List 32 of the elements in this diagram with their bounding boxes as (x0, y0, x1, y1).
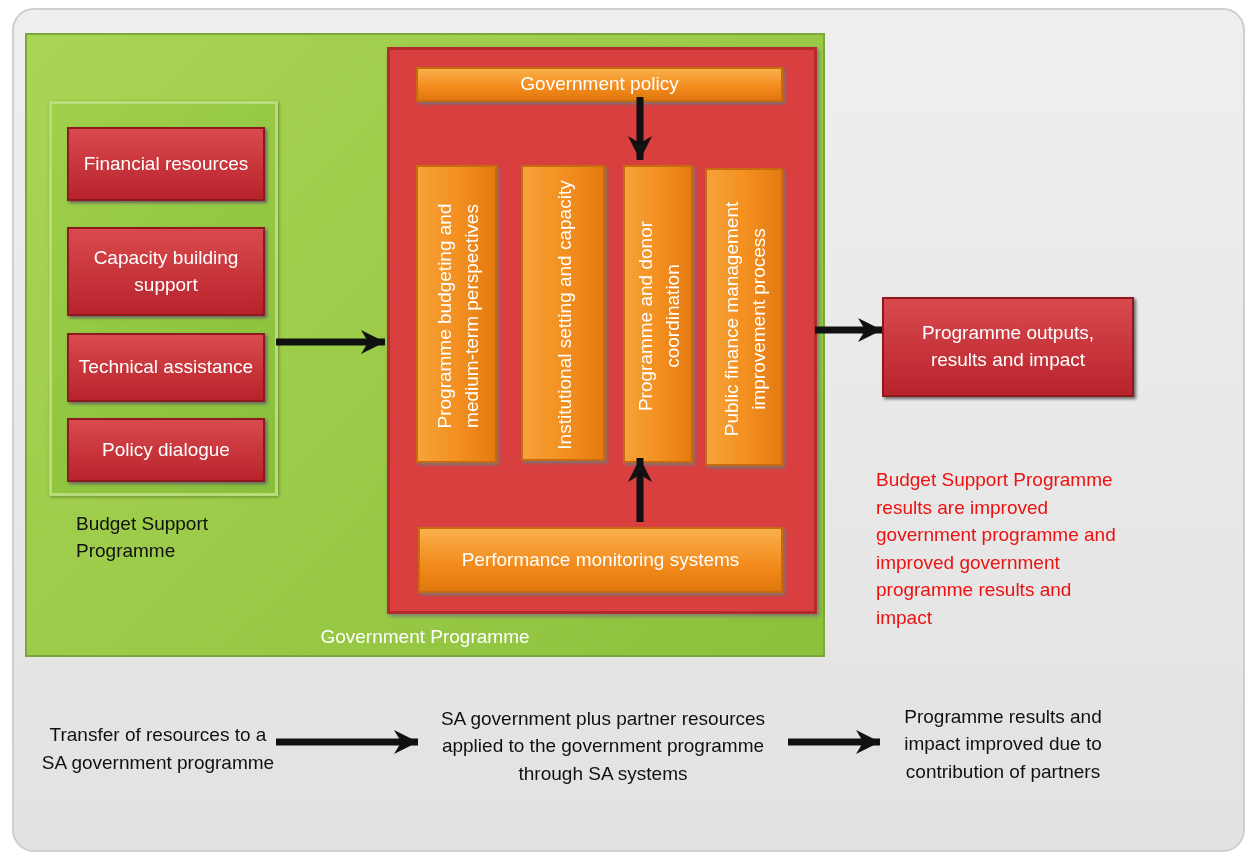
resource-box (67, 333, 265, 402)
resource-box (67, 227, 265, 316)
process-box (416, 67, 783, 102)
process-box (623, 165, 693, 463)
step-text: SA government plus partner resources applied to the government programme through SA systems (418, 703, 788, 789)
box-label: Policy dialogue (101, 437, 231, 462)
box-label: Budget Support Programme (76, 512, 210, 563)
arrow (276, 330, 385, 354)
box-label: Capacity building support (92, 245, 240, 297)
programme-panel (387, 47, 817, 614)
box-label: Technical assistance (77, 355, 255, 380)
box-label: Government policy (519, 72, 680, 97)
step-text: Transfer of resources to a SA government programme (40, 705, 276, 793)
box-label: Programme outputs, results and impact (920, 321, 1096, 372)
resource-box (67, 418, 265, 482)
box-label: Public finance management improvement process (720, 200, 770, 439)
process-box (521, 165, 605, 461)
box-label: Performance monitoring systems (460, 547, 741, 572)
resource-box (67, 127, 265, 201)
box-label: Institutional setting and capacity (552, 179, 576, 452)
note-text: Budget Support Programme results are improved government programme and improved government programme results and impact (876, 468, 1116, 630)
box-label: Programme and donor coordination (634, 219, 684, 414)
box-label: Programme budgeting and medium-term perspectives (432, 202, 483, 431)
arrow (815, 318, 882, 342)
box-label: Government Programme (319, 625, 531, 650)
outcome-box (882, 297, 1134, 397)
programme-panel (25, 33, 825, 657)
process-box (418, 527, 783, 593)
process-box (705, 168, 783, 466)
process-box (416, 165, 497, 463)
step-text: Programme results and impact improved due to contribution of partners (880, 701, 1126, 787)
box-label: Financial resources (82, 151, 250, 176)
